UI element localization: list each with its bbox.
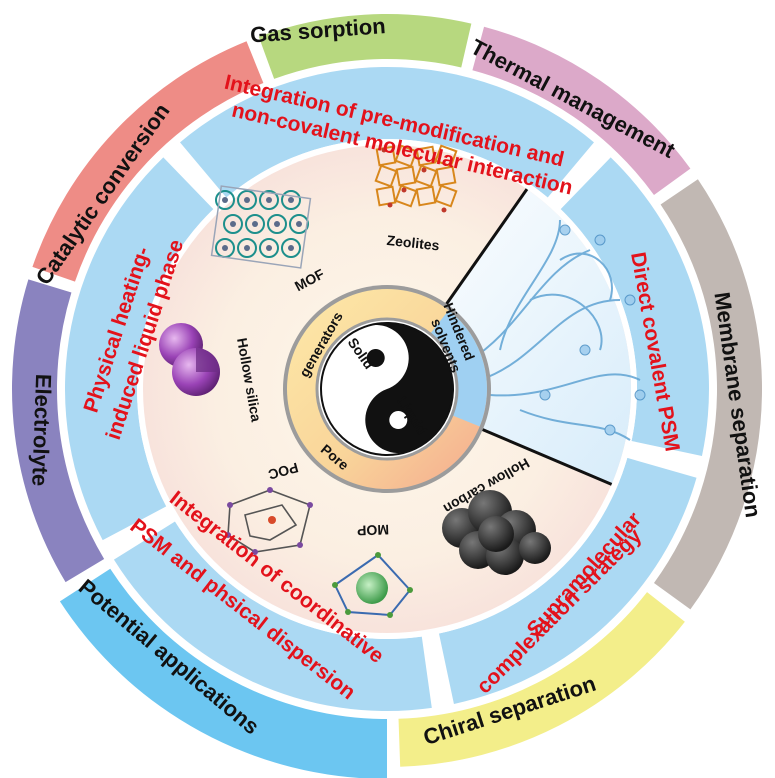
membrane-separation-segment (653, 179, 762, 610)
mop-structure-image (332, 552, 413, 618)
material-illustrations (159, 144, 551, 618)
mop-label: MOP (357, 522, 389, 539)
potential-applications-segment (59, 568, 387, 778)
yin-yang-symbol (320, 322, 454, 456)
strategy-segment (438, 457, 697, 704)
applications-ring (11, 13, 762, 778)
poc-cage-image (225, 487, 313, 555)
thermal-management-segment (472, 26, 691, 196)
electrolyte-label: Electrolyte (27, 373, 56, 486)
zeolites-label: Zeolites (386, 232, 440, 253)
strategy-segment (180, 67, 594, 198)
catalytic-conversion-segment (32, 41, 264, 282)
mof-structure-image (210, 185, 312, 269)
solid-liquid-core (283, 285, 491, 493)
strategy-segment (64, 157, 214, 541)
hollow-carbon-image (442, 490, 551, 575)
water-splash-image (469, 219, 646, 441)
strategy-segment (113, 521, 432, 712)
zeolite-structure-image (374, 144, 458, 213)
poc-label: POC (267, 460, 300, 483)
chiral-separation-segment (398, 592, 685, 767)
strategy-segment (560, 157, 709, 456)
hollow-silica-image (159, 323, 220, 396)
gas-sorption-segment (258, 13, 472, 79)
electrolyte-segment (11, 279, 105, 583)
